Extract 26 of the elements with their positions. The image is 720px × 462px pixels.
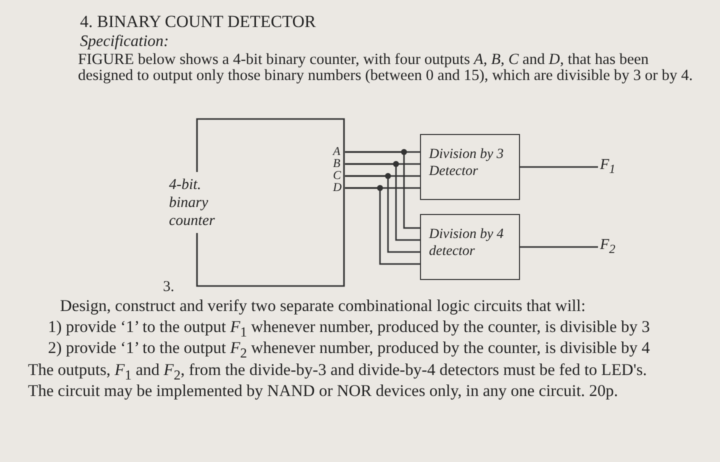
wire [345,163,420,241]
pin-label: A [333,144,340,159]
pin-label: C [333,168,342,183]
output-label: F$_{1}$ [600,157,616,177]
heading: 4. BINARY COUNT DETECTOR [80,12,316,32]
question-number: 3. [163,279,174,296]
subheading: Specification: [80,33,169,51]
detector-box [420,134,520,200]
block-label: 4-bit. binary counter [169,176,216,230]
list-item: 1) provide ‘1’ to the output F$_{1}$ whenever number, produced by the counter, is divisible by 3 [48,317,650,340]
block-label: Division by 4 detector [429,227,505,261]
block-label: Division by 3 Detector [429,147,505,181]
wire [520,166,598,168]
paragraph: FIGURE below shows a 4-bit binary counter, with four outputs A, B, C and D, that has been designed to output only those binary numbers (between 0 and 15), which are divisible by 3 or by 4. [78,52,694,85]
output-label: F$_{2}$ [600,237,616,257]
wire [520,246,598,248]
wire [345,151,420,229]
detector-box [420,214,520,280]
wire [345,187,420,265]
paragraph: The circuit may be implemented by NAND or NOR devices only, in any one circuit. 20p. [28,381,618,401]
paragraph: The outputs, F$_{1}$ and F$_{2}$, from the divide-by-3 and divide-by-4 detectors must be fed to LED's. [28,360,647,384]
wire [345,175,420,253]
pin-label: D [333,180,342,195]
list-item: 2) provide ‘1’ to the output F$_{2}$ whenever number, produced by the counter, is divisible by 4 [48,338,650,362]
instruction-text: Design, construct and verify two separate combinational logic circuits that will: [60,296,586,316]
pin-label: B [333,156,340,171]
